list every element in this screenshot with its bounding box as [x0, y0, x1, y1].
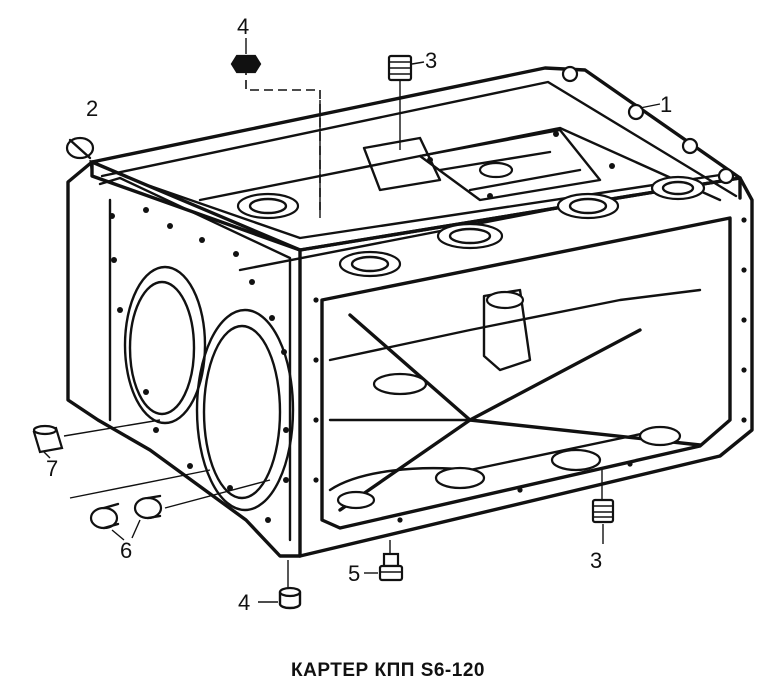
leader-lines [63, 66, 603, 590]
shaft-support [482, 288, 532, 372]
part-2: 2 [65, 96, 98, 160]
part-label-5: 5 [348, 561, 360, 586]
part-6: 6 [89, 494, 163, 563]
part-1: 1 [639, 92, 672, 117]
part-label-6: 6 [120, 538, 132, 563]
part-label-3-top: 3 [425, 48, 437, 73]
part-label-2: 2 [86, 96, 98, 121]
rim-bolts [561, 65, 735, 185]
part-4-top: 4 [230, 14, 262, 74]
part-label-1: 1 [660, 92, 672, 117]
gearbox-housing [66, 66, 754, 558]
bearing-seats [236, 175, 706, 510]
part-label-4-top: 4 [237, 14, 249, 39]
part-5: 5 [348, 552, 404, 586]
left-face-bores [123, 265, 295, 512]
diagram-caption: КАРТЕР КПП S6-120 [291, 660, 485, 681]
left-face-bolt-holes [109, 207, 289, 523]
part-3-bottom: 3 [590, 498, 615, 573]
frame-bolt-holes [313, 217, 747, 523]
top-cover-plate [362, 128, 615, 202]
part-3-top: 3 [387, 48, 437, 82]
part-label-3-bottom: 3 [590, 548, 602, 573]
part-label-7: 7 [46, 456, 58, 481]
part-7: 7 [32, 424, 64, 481]
part-label-4-bottom: 4 [238, 590, 250, 615]
part-4-bottom: 4 [238, 586, 302, 615]
